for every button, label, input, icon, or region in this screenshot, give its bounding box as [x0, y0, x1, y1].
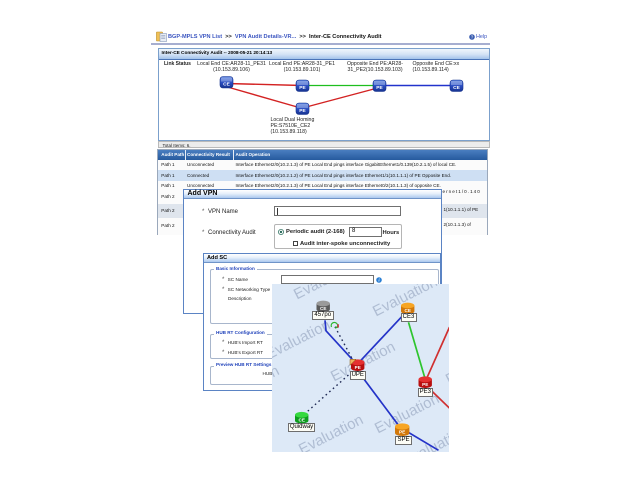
svg-text:PE: PE	[355, 365, 361, 370]
svg-text:i: i	[378, 278, 380, 283]
svg-text:CE: CE	[405, 308, 411, 313]
svg-text:CE: CE	[320, 306, 326, 311]
svg-text:CE: CE	[453, 85, 460, 91]
svg-text:PE: PE	[422, 382, 428, 387]
svg-text:CE: CE	[299, 418, 305, 423]
svg-text:PE: PE	[299, 108, 306, 114]
svg-text:PE: PE	[376, 85, 383, 91]
svg-text:CE: CE	[223, 81, 230, 87]
svg-text:?: ?	[471, 35, 474, 40]
svg-text:PE: PE	[399, 430, 406, 436]
svg-text:PE: PE	[299, 85, 306, 91]
